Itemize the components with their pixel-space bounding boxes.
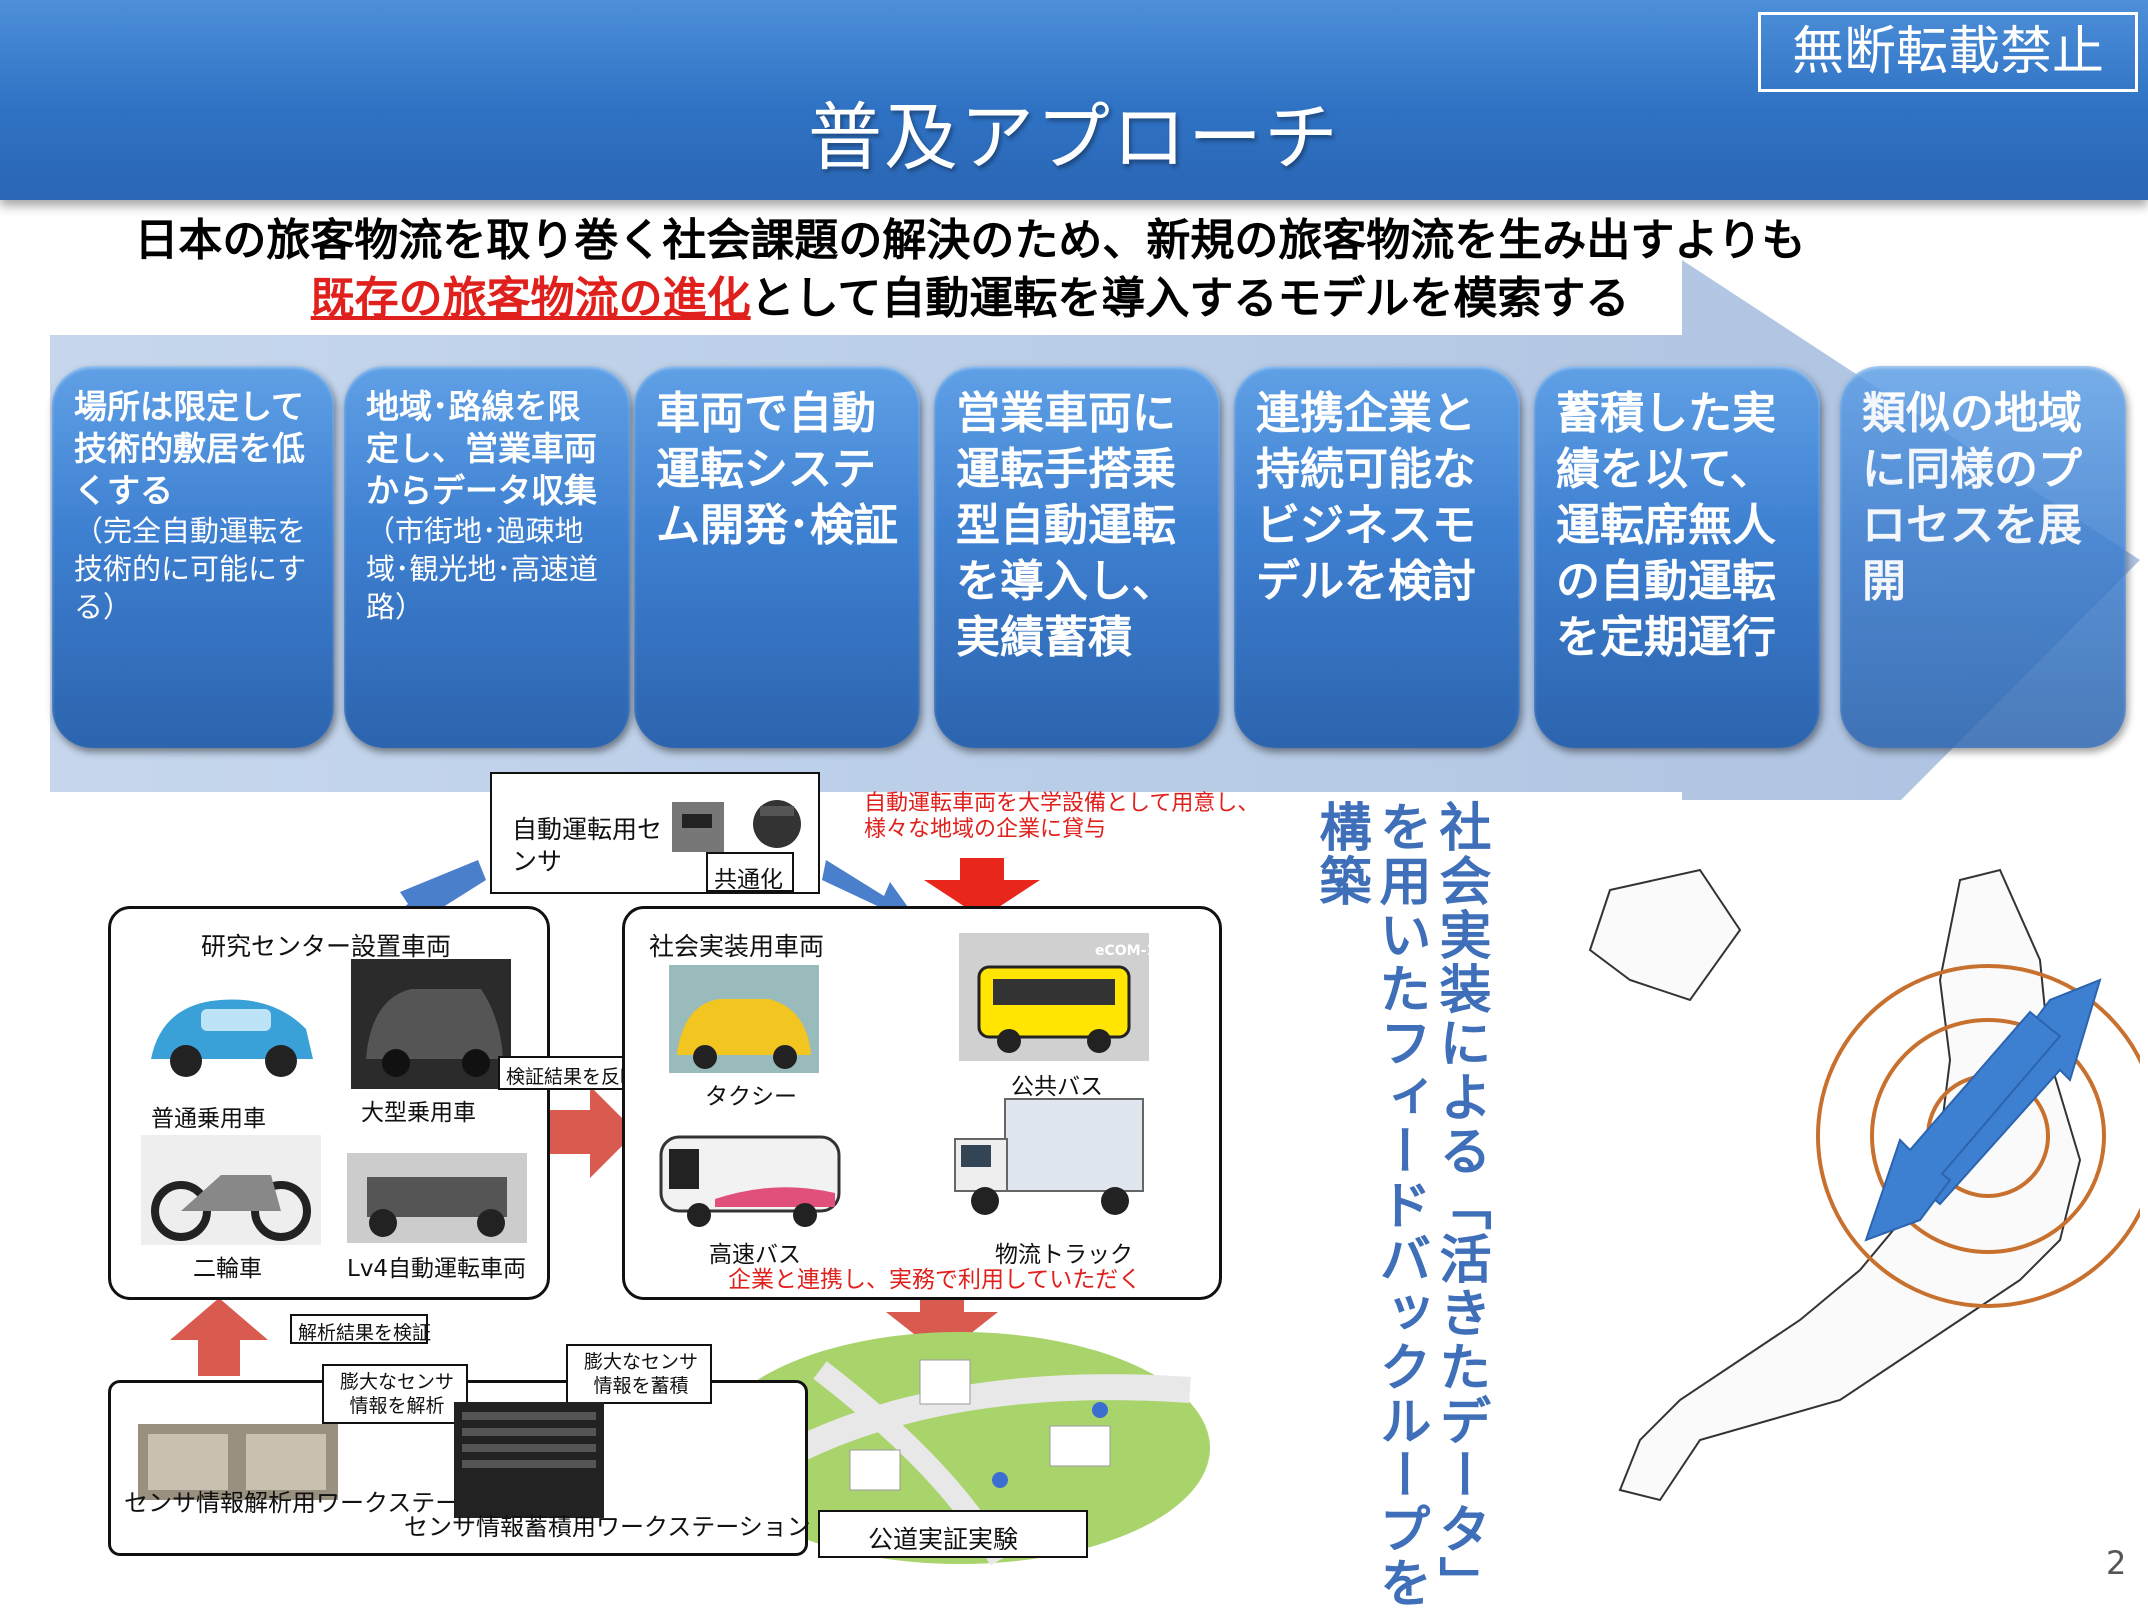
public-test-box: 公道実証実験 <box>818 1510 1088 1558</box>
step-4-main: 営業車両に運転手搭乗型自動運転を導入し、実績蓄積 <box>956 388 1176 663</box>
red-note-2: 様々な地域の企業に貸与 <box>864 817 1107 842</box>
taxi-image <box>669 965 819 1073</box>
step-7-main: 類似の地域に同様のプロセスを展開 <box>1862 388 2082 607</box>
japan-map <box>1530 800 2140 1570</box>
step-7-box: 類似の地域に同様のプロセスを展開 <box>1840 366 2126 748</box>
reflect-box: 検証結果を反映 <box>498 1056 650 1090</box>
research-title: 研究センター設置車両 <box>201 932 452 961</box>
sensor-image <box>672 800 801 852</box>
step-3-box: 車両で自動運転システム開発･検証 <box>634 366 920 748</box>
no-reprint-label: 無断転載禁止 <box>1758 12 2138 92</box>
vehicle-label-public-bus: 公共バス <box>1011 1074 1103 1100</box>
common-box: 共通化 <box>706 852 794 893</box>
header-bar: 普及アプローチ 無断転載禁止 <box>0 0 2148 200</box>
ws-storage-label: センサ情報蓄積用ワークステーション <box>404 1513 811 1541</box>
step-3-main: 車両で自動運転システム開発･検証 <box>656 388 898 551</box>
reflect-label: 検証結果を反映 <box>506 1066 640 1088</box>
vehicle-label-lv4: Lv4自動運転車両 <box>347 1256 527 1282</box>
step-2-main: 地域･路線を限定し、営業車両からデータ収集 <box>366 387 597 510</box>
public-test-label: 公道実証実験 <box>868 1525 1019 1554</box>
step-6-main: 蓄積した実績を以て、運転席無人の自動運転を定期運行 <box>1556 388 1776 663</box>
vehicle-label-taxi: タクシー <box>705 1084 797 1110</box>
analyze-note: 膨大なセンサ情報を解析 <box>339 1371 454 1417</box>
social-vehicles-box: 社会実装用車両 タクシー eCOM-10 公共バス 高速バス 物流トラック <box>622 906 1222 1300</box>
page-number: 2 <box>2106 1544 2127 1582</box>
storage-workstation-image <box>454 1402 604 1518</box>
analysis-workstation-image <box>138 1424 338 1500</box>
red-note-1: 自動運転車両を大学設備として用意し、 <box>864 791 1260 816</box>
highway-bus-image <box>659 1135 841 1227</box>
intro-highlight: 既存の旅客物流の進化 <box>310 273 751 324</box>
vehicle-label-highway-bus: 高速バス <box>709 1242 801 1268</box>
store-note: 膨大なセンサ情報を蓄積 <box>583 1351 698 1397</box>
intro-text: 日本の旅客物流を取り巻く社会課題の解決のため、新規の旅客物流を生み出すよりも 既… <box>0 212 1940 328</box>
motorcycle-image <box>141 1135 321 1245</box>
intro-line-2: 既存の旅客物流の進化として自動運転を導入するモデルを模索する <box>0 270 1940 328</box>
analyze-note-box: 膨大なセンサ情報を解析 <box>322 1364 468 1424</box>
social-title: 社会実装用車両 <box>649 932 825 961</box>
verify-label: 解析結果を検証 <box>298 1322 432 1344</box>
step-2-box: 地域･路線を限定し、営業車両からデータ収集 （市街地･過疎地域･観光地･高速道路… <box>344 366 630 748</box>
car-image <box>151 999 313 1077</box>
vehicle-label-sedan: 普通乗用車 <box>151 1106 266 1132</box>
step-1-main: 場所は限定して技術的敷居を低くする <box>74 387 305 510</box>
bus-brand-label: eCOM-10 <box>1095 943 1166 959</box>
truck-image <box>954 1098 1144 1215</box>
step-1-box: 場所は限定して技術的敷居を低くする （完全自動運転を技術的に可能にする） <box>52 366 334 748</box>
lv4-vehicle-image <box>347 1153 527 1243</box>
feedback-loop-text: 社会実装による「活きたデータ」を用いたフィードバックループを構築 <box>1310 800 1490 1610</box>
store-note-box: 膨大なセンサ情報を蓄積 <box>566 1344 712 1404</box>
vehicle-label-bike: 二輪車 <box>193 1256 262 1282</box>
step-1-note: （完全自動運転を技術的に可能にする） <box>74 514 307 624</box>
sensor-label: 自動運転用センサ <box>512 815 663 876</box>
step-5-main: 連携企業と持続可能なビジネスモデルを検討 <box>1256 388 1476 607</box>
minivan-image <box>351 959 511 1089</box>
step-2-note: （市街地･過疎地域･観光地･高速道路） <box>366 514 599 624</box>
verify-box: 解析結果を検証 <box>290 1314 432 1344</box>
page-title: 普及アプローチ <box>808 95 1340 181</box>
intro-line-2-rest: として自動運転を導入するモデルを模索する <box>750 273 1630 324</box>
company-note: 企業と連携し、実務で利用していただく <box>728 1267 1142 1293</box>
public-bus-image <box>959 933 1149 1061</box>
step-5-box: 連携企業と持続可能なビジネスモデルを検討 <box>1234 366 1520 748</box>
research-vehicles-box: 研究センター設置車両 普通乗用車 大型乗用車 二輪車 Lv4自動運転車両 <box>108 906 550 1300</box>
intro-line-1: 日本の旅客物流を取り巻く社会課題の解決のため、新規の旅客物流を生み出すよりも <box>134 215 1806 266</box>
step-4-box: 営業車両に運転手搭乗型自動運転を導入し、実績蓄積 <box>934 366 1220 748</box>
step-6-box: 蓄積した実績を以て、運転席無人の自動運転を定期運行 <box>1534 366 1820 748</box>
common-label: 共通化 <box>714 867 783 893</box>
vehicle-label-truck: 物流トラック <box>995 1242 1133 1268</box>
vehicle-label-large: 大型乗用車 <box>361 1100 476 1126</box>
